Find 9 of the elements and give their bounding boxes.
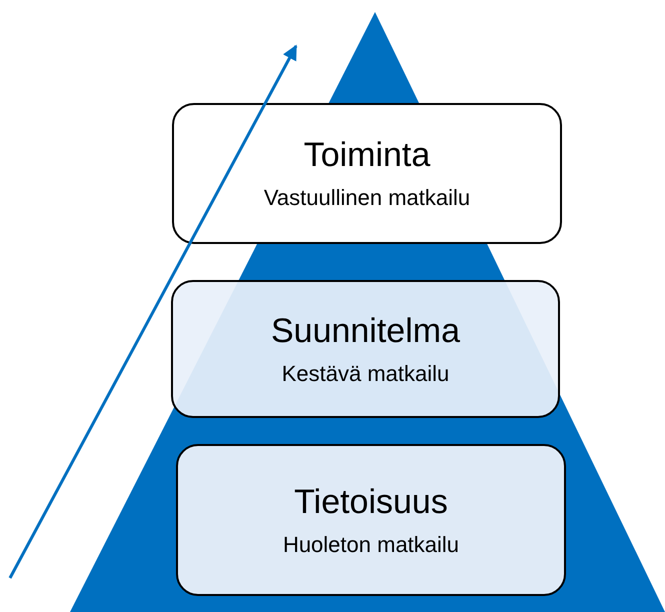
level-box — [171, 280, 560, 418]
level-subtitle: Kestävä matkailu — [282, 360, 450, 386]
level-title: Toiminta — [304, 136, 430, 175]
level-title: Tietoisuus — [294, 482, 448, 522]
level-subtitle: Vastuullinen matkailu — [264, 185, 470, 211]
level-subtitle: Huoleton matkailu — [282, 532, 460, 558]
level-title: Suunnitelma — [270, 312, 460, 350]
level-box — [172, 103, 562, 244]
level-box — [176, 444, 566, 596]
